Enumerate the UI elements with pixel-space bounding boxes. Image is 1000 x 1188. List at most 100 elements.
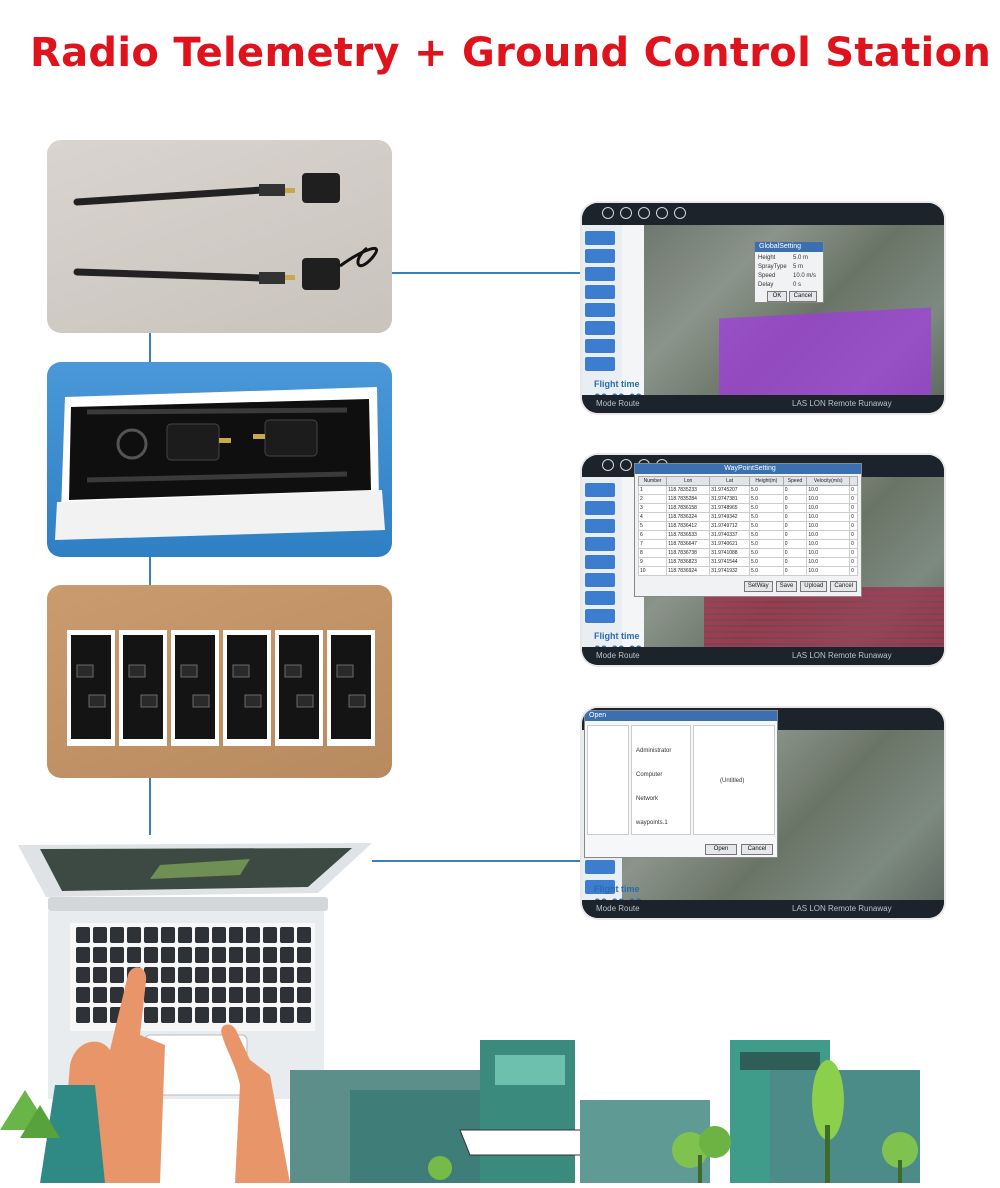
file-item[interactable]: Computer xyxy=(636,772,663,778)
table-cell[interactable]: 10.0 xyxy=(806,494,851,504)
table-cell[interactable]: 0 xyxy=(849,521,858,531)
setting-value[interactable]: 0 s xyxy=(793,282,802,288)
table-cell[interactable]: 118.7836324 xyxy=(666,512,711,522)
table-cell[interactable]: 10.0 xyxy=(806,530,851,540)
sidebar-button[interactable] xyxy=(585,501,615,515)
sidebar-button[interactable] xyxy=(585,267,615,281)
table-cell[interactable]: 9 xyxy=(637,557,668,567)
sidebar-button[interactable] xyxy=(585,339,615,353)
sidebar-button[interactable] xyxy=(585,591,615,605)
table-cell[interactable]: 0 xyxy=(782,539,808,549)
table-cell[interactable]: 5.0 xyxy=(748,503,784,513)
table-cell[interactable]: 5.0 xyxy=(748,548,784,558)
table-cell[interactable]: 10.0 xyxy=(806,485,851,495)
ok-button[interactable]: OK xyxy=(767,291,787,302)
table-cell[interactable]: 0 xyxy=(849,566,858,576)
table-cell[interactable]: 0 xyxy=(782,548,808,558)
toolbar-icon[interactable] xyxy=(674,207,686,219)
table-cell[interactable]: 31.9741088 xyxy=(709,548,750,558)
toolbar-icon[interactable] xyxy=(638,207,650,219)
file-list[interactable]: Administrator Computer Network waypoints… xyxy=(631,725,691,835)
waypoint-action-button[interactable]: Cancel xyxy=(830,581,857,592)
sidebar-button[interactable] xyxy=(585,555,615,569)
table-cell[interactable]: 10.0 xyxy=(806,557,851,567)
table-cell[interactable]: 0 xyxy=(782,566,808,576)
sidebar-button[interactable] xyxy=(585,573,615,587)
table-cell[interactable]: 31.9749342 xyxy=(709,512,750,522)
file-item[interactable]: Network xyxy=(636,796,659,802)
table-cell[interactable]: 0 xyxy=(782,557,808,567)
table-cell[interactable]: 5.0 xyxy=(748,485,784,495)
sidebar-button[interactable] xyxy=(585,321,615,335)
table-cell[interactable]: 0 xyxy=(849,494,858,504)
table-cell[interactable]: 0 xyxy=(849,512,858,522)
file-item[interactable]: waypoints.1 xyxy=(636,820,668,826)
table-cell[interactable]: 0 xyxy=(849,485,858,495)
table-cell[interactable]: 31.9741932 xyxy=(709,566,750,576)
waypoint-action-button[interactable]: SetWay xyxy=(743,581,773,592)
table-cell[interactable]: 1 xyxy=(637,485,668,495)
table-cell[interactable]: 118.7836924 xyxy=(666,566,711,576)
table-cell[interactable]: 118.7836412 xyxy=(666,521,711,531)
table-cell[interactable]: 118.7836647 xyxy=(666,539,711,549)
sidebar-button[interactable] xyxy=(585,483,615,497)
table-cell[interactable]: 0 xyxy=(782,503,808,513)
table-cell[interactable]: 10.0 xyxy=(806,512,851,522)
table-cell[interactable]: 31.9748965 xyxy=(709,503,750,513)
table-cell[interactable]: 5.0 xyxy=(748,521,784,531)
waypoint-action-button[interactable]: Save xyxy=(775,581,798,592)
table-cell[interactable]: 10.0 xyxy=(806,521,851,531)
table-cell[interactable]: 3 xyxy=(637,503,668,513)
table-cell[interactable]: 31.9745207 xyxy=(709,485,750,495)
sidebar-button[interactable] xyxy=(585,249,615,263)
folder-tree[interactable] xyxy=(587,725,629,835)
table-cell[interactable]: 10 xyxy=(637,566,668,576)
table-cell[interactable]: 31.9747381 xyxy=(709,494,750,504)
toolbar-icon[interactable] xyxy=(656,207,668,219)
toolbar-icon[interactable] xyxy=(620,207,632,219)
table-cell[interactable]: 5.0 xyxy=(748,557,784,567)
table-cell[interactable]: 0 xyxy=(782,521,808,531)
table-cell[interactable]: 8 xyxy=(637,548,668,558)
file-item[interactable]: Administrator xyxy=(636,748,672,754)
table-cell[interactable]: 118.7836738 xyxy=(666,548,711,558)
table-cell[interactable]: 5.0 xyxy=(748,512,784,522)
table-cell[interactable]: 5 xyxy=(637,521,668,531)
sidebar-button[interactable] xyxy=(585,880,615,894)
table-cell[interactable]: 118.7836823 xyxy=(666,557,711,567)
table-cell[interactable]: 0 xyxy=(849,539,858,549)
setting-value[interactable]: 10.0 m/s xyxy=(793,273,817,279)
sidebar-button[interactable] xyxy=(585,357,615,371)
sidebar-button[interactable] xyxy=(585,285,615,299)
table-cell[interactable]: 0 xyxy=(782,485,808,495)
table-cell[interactable]: 31.9741544 xyxy=(709,557,750,567)
table-cell[interactable]: 0 xyxy=(849,503,858,513)
sidebar-button[interactable] xyxy=(585,609,615,623)
table-cell[interactable]: 0 xyxy=(849,548,858,558)
table-cell[interactable]: 7 xyxy=(637,539,668,549)
table-cell[interactable]: 4 xyxy=(637,512,668,522)
toolbar-icon[interactable] xyxy=(602,459,614,471)
table-cell[interactable]: 118.7836158 xyxy=(666,503,711,513)
table-cell[interactable]: 5.0 xyxy=(748,539,784,549)
sidebar-button[interactable] xyxy=(585,860,615,874)
table-cell[interactable]: 0 xyxy=(849,530,858,540)
table-cell[interactable]: 31.9749712 xyxy=(709,521,750,531)
table-cell[interactable]: 118.7836533 xyxy=(666,530,711,540)
table-cell[interactable]: 5.0 xyxy=(748,494,784,504)
sidebar-button[interactable] xyxy=(585,537,615,551)
table-cell[interactable]: 10.0 xyxy=(806,539,851,549)
table-cell[interactable]: 0 xyxy=(782,530,808,540)
sidebar-button[interactable] xyxy=(585,303,615,317)
table-cell[interactable]: 0 xyxy=(782,512,808,522)
table-cell[interactable]: 118.7835233 xyxy=(666,485,711,495)
table-cell[interactable]: 5.0 xyxy=(748,530,784,540)
table-cell[interactable]: 2 xyxy=(637,494,668,504)
table-cell[interactable]: 0 xyxy=(849,557,858,567)
